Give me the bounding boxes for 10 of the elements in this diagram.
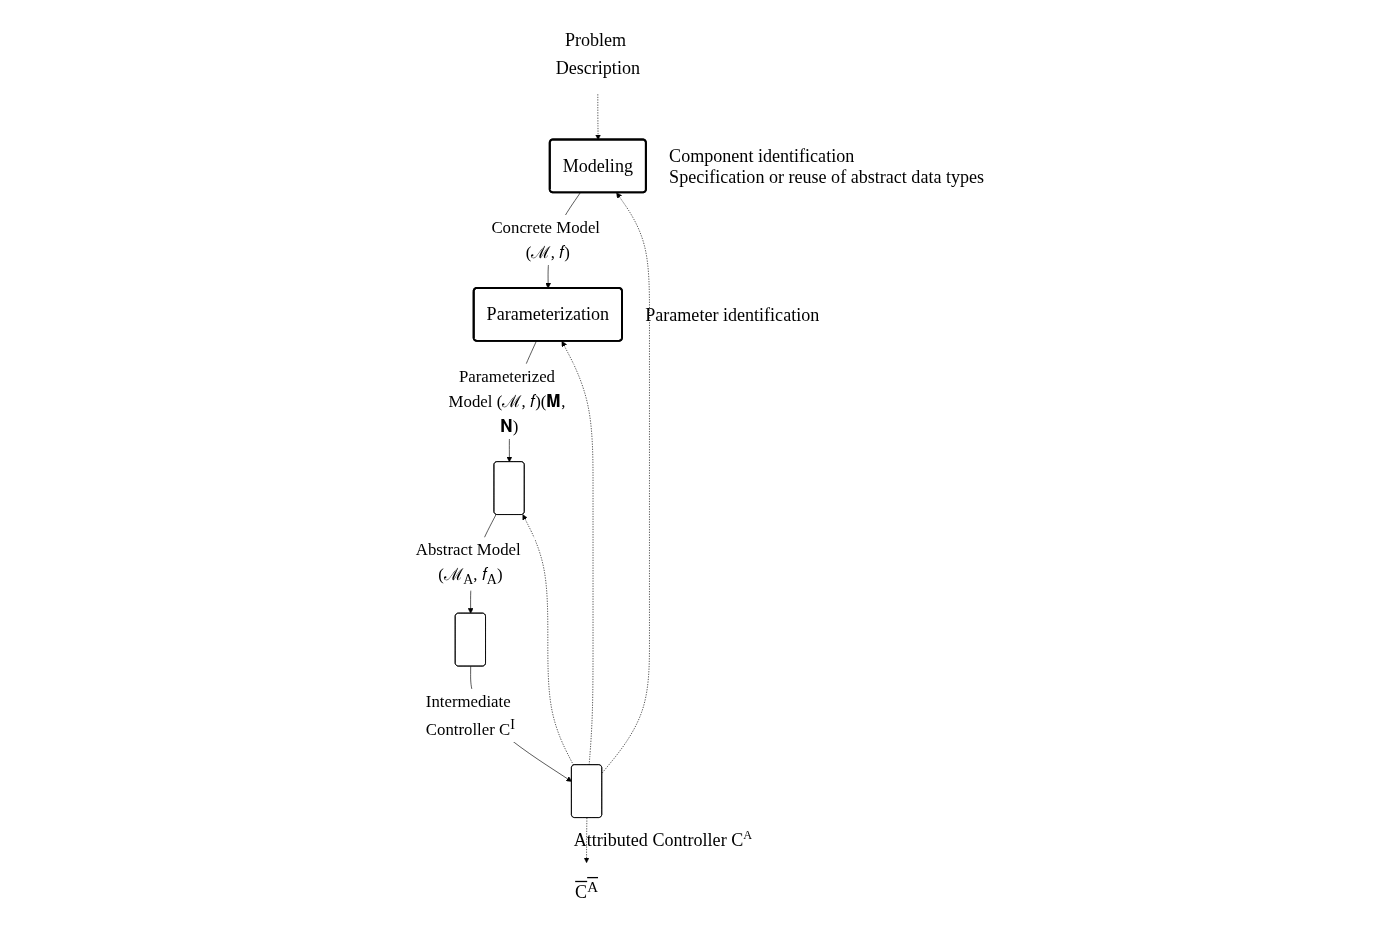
edge-label: Parameterized Model (ℳ, 𝑓)(𝐌, 𝐍)	[448, 367, 566, 437]
annotation-text: Attributed Controller C$^{A}$	[573, 828, 752, 851]
edge-label: Intermediate Controller C$^{I}$	[425, 692, 515, 740]
edge-label: Abstract Model (ℳ$_{A}$, 𝑓$_{A}$)	[415, 540, 521, 588]
node-text: C$^{A}$	[575, 878, 598, 903]
annotation-text: Specification or reuse of abstract data types	[669, 167, 984, 187]
node-text: Problem Description	[555, 30, 640, 78]
annotation-text: Parameter identification	[645, 305, 820, 326]
annotation-text: Component identification	[669, 146, 855, 167]
edge-label: Concrete Model (ℳ, 𝑓)	[491, 218, 600, 263]
